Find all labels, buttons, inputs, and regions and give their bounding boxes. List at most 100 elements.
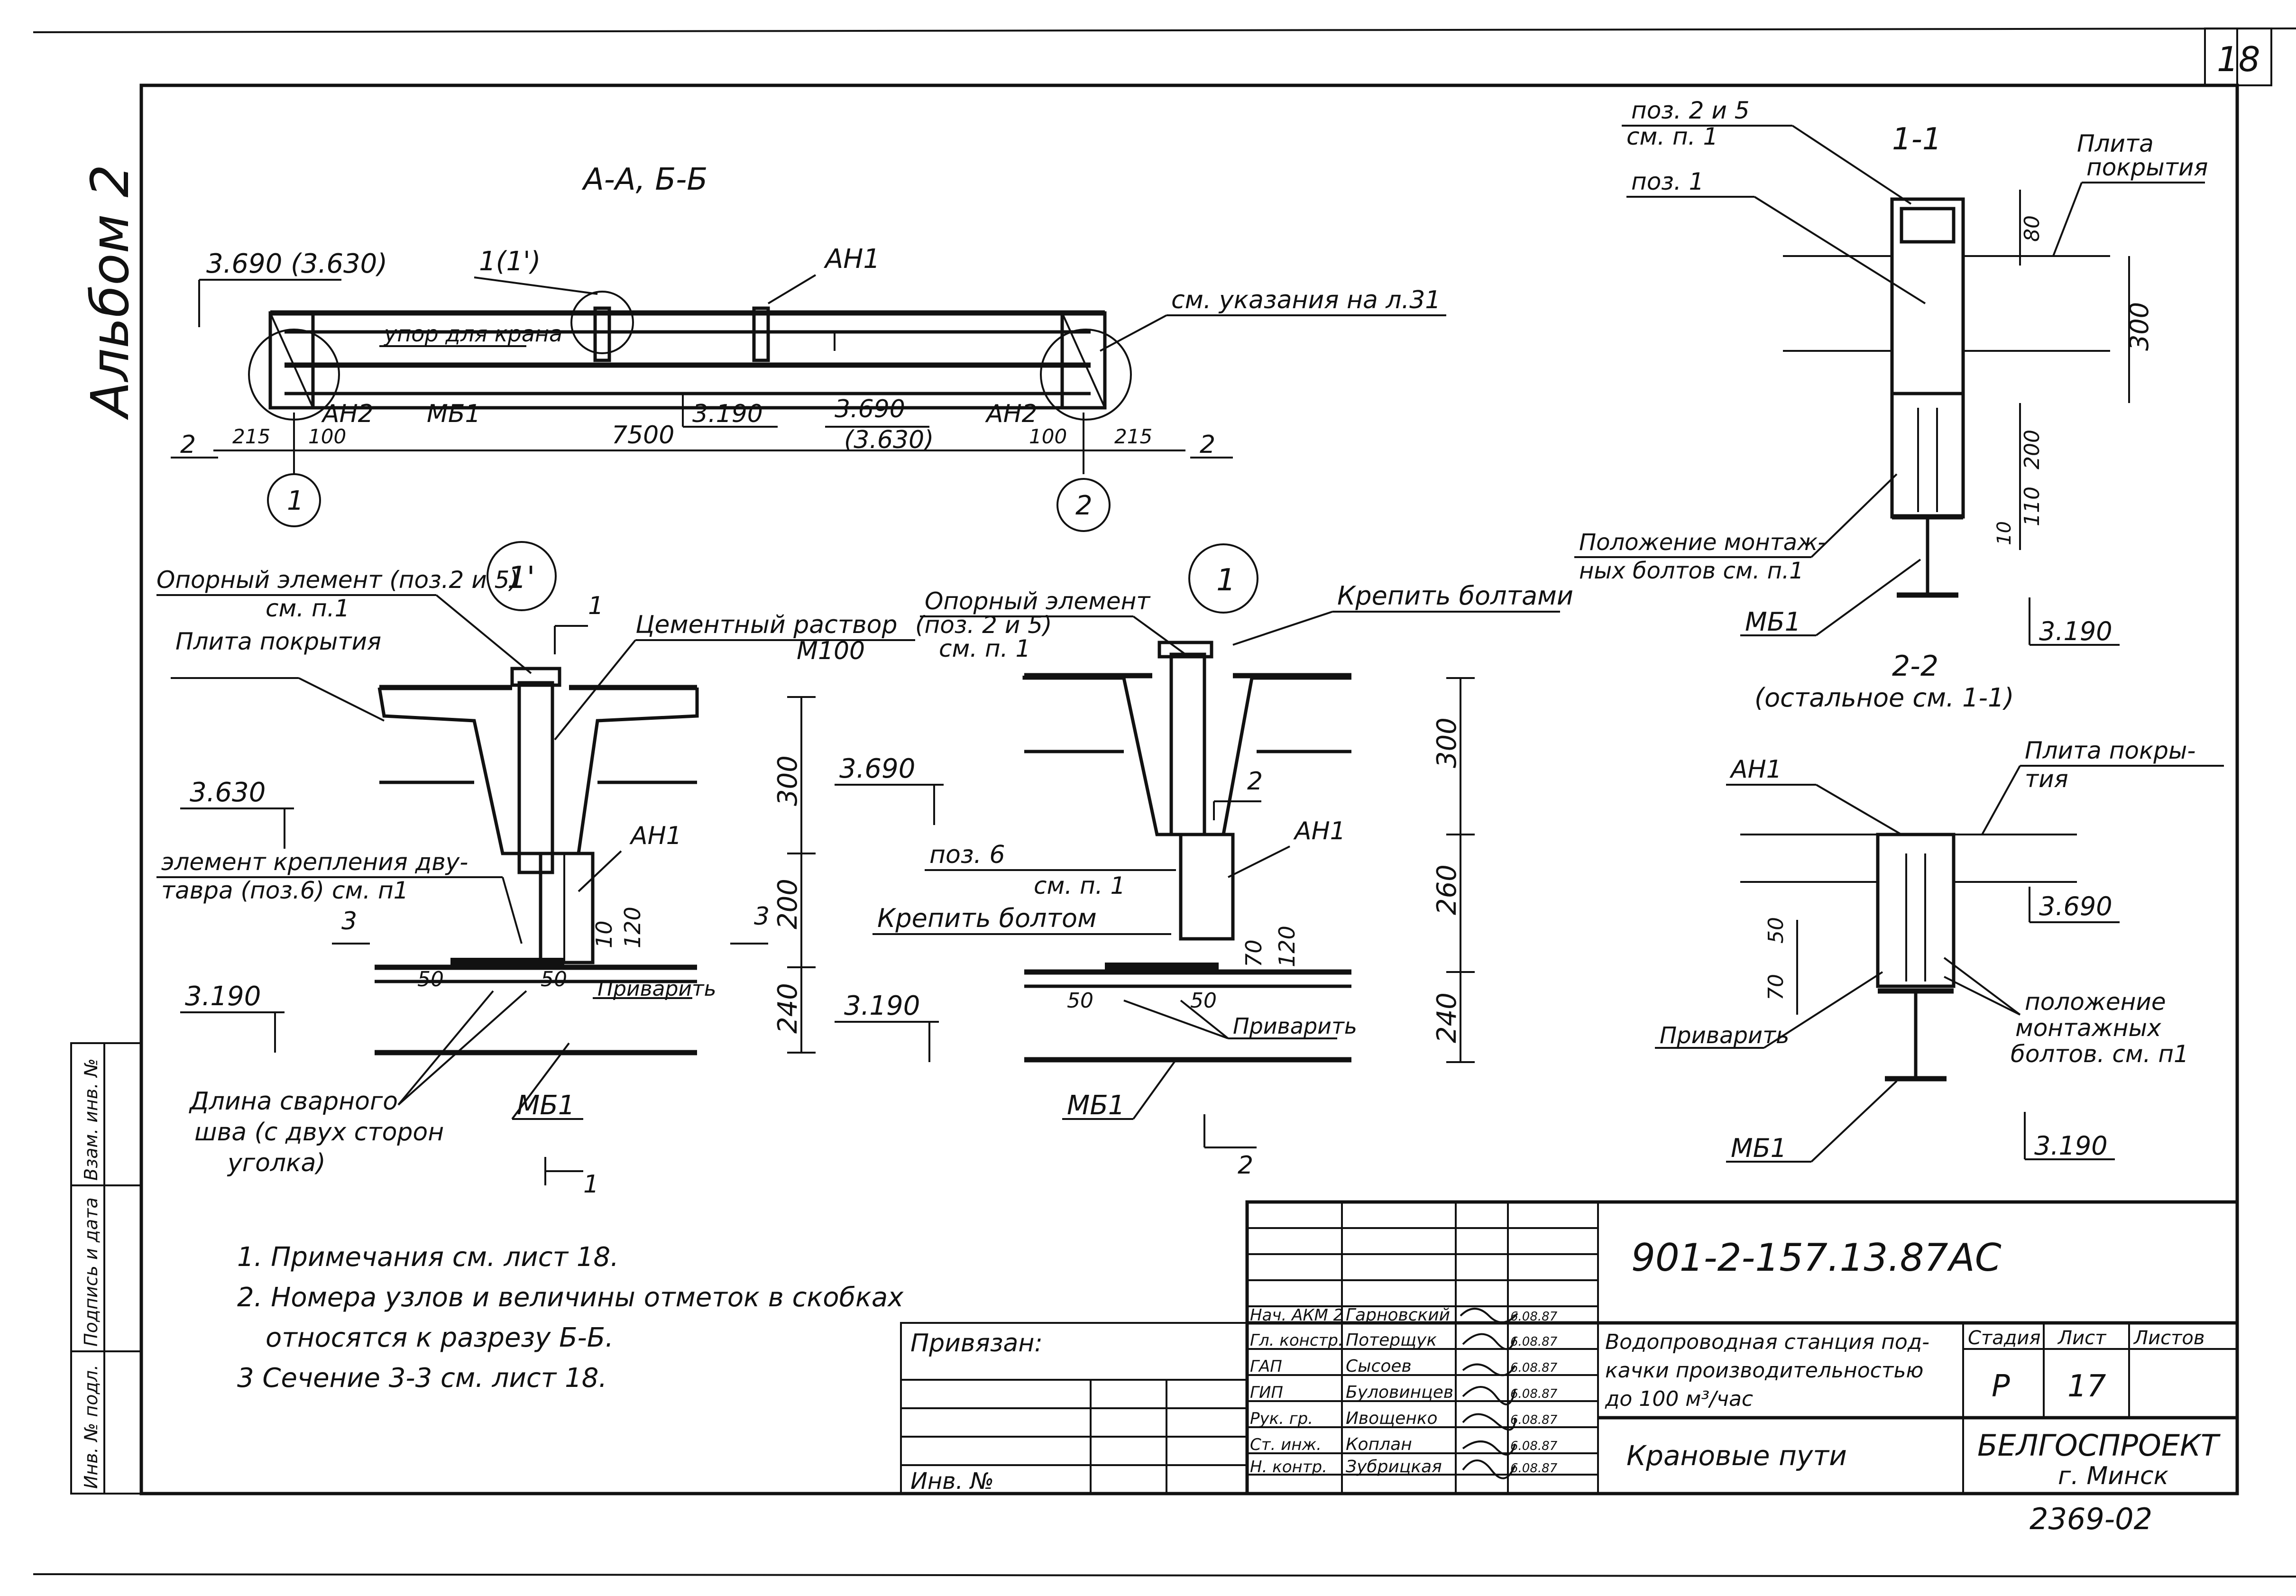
label-node-1: 1(1') <box>479 246 541 277</box>
label-fasten-bolts: Крепить болтами <box>1337 581 1573 611</box>
dim-s11-110: 110 <box>2020 486 2044 526</box>
label-pos6: поз. 6 <box>929 841 1005 869</box>
label-slab-s22-1: Плита покры- <box>2025 737 2195 764</box>
section-1-1-title: 1-1 <box>1892 122 1942 157</box>
role-4: ГИП <box>1250 1383 1283 1402</box>
dim-1p-50b: 50 <box>541 967 567 991</box>
level-main-top: 3.690 (3.630) <box>206 248 387 279</box>
label-crane-stop: упор для крана <box>383 321 562 347</box>
city: г. Минск <box>2058 1462 2169 1490</box>
level-main-right: 3.690 <box>835 395 905 423</box>
dim-s11-200: 200 <box>2020 430 2044 469</box>
label-fasten-bolt: Крепить болтом <box>877 903 1097 933</box>
dim-s22-70: 70 <box>1764 974 1788 1000</box>
project-title-2: качки производительностью <box>1605 1358 1923 1383</box>
stamp-inv-original: Инв. № подл. <box>81 1365 101 1489</box>
role-1: Нач. АКМ 2 <box>1250 1306 1343 1325</box>
project-title-3: до 100 м³/час <box>1605 1387 1753 1411</box>
project-title-1: Водопроводная станция под- <box>1605 1330 1929 1354</box>
label-mb1-1: МБ1 <box>1067 1090 1125 1121</box>
stamp-replaced-inv: Взам. инв. № <box>81 1058 101 1181</box>
axis-1: 1 <box>287 486 304 516</box>
level-s22-3690: 3.690 <box>2039 891 2112 921</box>
label-fix-elem-2: тавра (поз.6) см. п1 <box>161 877 408 904</box>
date-1: 6.08.87 <box>1510 1310 1558 1324</box>
mark-1p-3-right: 3 <box>754 902 770 931</box>
organization: БЕЛГОСПРОЕКТ <box>1977 1428 2221 1463</box>
dim-right-100: 100 <box>1029 425 1067 448</box>
dim-1p-50a: 50 <box>417 967 444 991</box>
sheet-title: Крановые пути <box>1626 1440 1847 1472</box>
section-1-1-view: 1-1 поз. 2 и 5 см. п. 1 поз. 1 Плита пок… <box>1574 97 2208 646</box>
detail-circle-mid <box>570 291 634 354</box>
main-section-view: А-А, Б-Б 3.690 (3.630) 1(1') АН1 упор дл… <box>171 162 1446 532</box>
section-mark-left: 2 <box>180 431 196 459</box>
label-weld-1p: Приварить <box>597 977 716 1001</box>
bound-label: Привязан: <box>910 1329 1043 1358</box>
date-7: 6.08.87 <box>1510 1461 1558 1476</box>
dim-1p-10: 10 <box>591 920 617 948</box>
note-1: 1. Примечания см. лист 18. <box>237 1242 619 1273</box>
label-support-elem-mid: Опорный элемент <box>925 587 1151 615</box>
dim-1-50b: 50 <box>1190 989 1217 1013</box>
label-ah1-1p: АН1 <box>629 822 682 850</box>
label-see-p1-pos6: см. п. 1 <box>1034 872 1125 899</box>
label-slab-s22-2: тия <box>2025 765 2068 793</box>
dim-s11-10: 10 <box>1993 521 2015 545</box>
role-7: Н. контр. <box>1250 1458 1327 1477</box>
axis-bubble-2 <box>1056 478 1111 532</box>
inv-label: Инв. № <box>910 1468 994 1495</box>
label-weld-length-3: уголка) <box>227 1149 326 1177</box>
role-5: Рук. гр. <box>1250 1409 1313 1428</box>
sheets-label: Листов <box>2133 1327 2204 1349</box>
notes: 1. Примечания см. лист 18. 2. Номера узл… <box>237 1242 904 1394</box>
label-m100: М100 <box>797 637 865 665</box>
level-s11-3190: 3.190 <box>2039 616 2112 646</box>
side-stamp: Инв. № подл. Подпись и дата Взам. инв. № <box>70 1042 142 1495</box>
dim-1-120: 120 <box>1274 926 1300 967</box>
dim-1-260: 260 <box>1432 864 1462 915</box>
section-mark-right: 2 <box>1200 431 1215 459</box>
mark-1p-1-bot: 1 <box>583 1170 599 1199</box>
label-ah2-left: АН2 <box>321 400 374 428</box>
date-4: 6.08.87 <box>1510 1387 1558 1401</box>
doc-code: 901-2-157.13.87 <box>1631 1236 1948 1280</box>
dim-s11-300: 300 <box>2124 302 2154 351</box>
doc-mark: АС <box>1947 1236 2002 1280</box>
label-see-p1-mid: см. п. 1 <box>939 635 1030 662</box>
level-1p-3190: 3.190 <box>185 981 261 1012</box>
label-see-p1-left: см. п.1 <box>266 595 349 622</box>
level-main-bottom: 3.190 <box>692 400 763 428</box>
name-4: Буловинцев <box>1346 1383 1453 1402</box>
detail-circle-right <box>1040 329 1132 421</box>
node-1prime-circle <box>487 541 557 611</box>
sheet-label: Лист <box>2057 1327 2107 1349</box>
name-2: Потерщук <box>1346 1330 1437 1350</box>
axis-2: 2 <box>1075 490 1093 521</box>
label-slab-s11-2: покрытия <box>2086 154 2208 181</box>
label-bolts-s22-2: монтажных <box>2015 1014 2161 1042</box>
date-5: 6.08.87 <box>1510 1413 1558 1427</box>
label-bolts-s22-3: болтов. см. п1 <box>2011 1040 2189 1068</box>
label-mb1-s22: МБ1 <box>1731 1133 1787 1163</box>
level-1p-3630: 3.630 <box>190 777 266 808</box>
dim-1-50a: 50 <box>1067 989 1093 1013</box>
label-bolts-s22-1: положение <box>2025 988 2166 1016</box>
note-2: 2. Номера узлов и величины отметок в ско… <box>237 1282 904 1313</box>
label-see-instructions: см. указания на л.31 <box>1171 286 1441 314</box>
label-ah1-1: АН1 <box>1293 817 1346 845</box>
dim-1-300: 300 <box>1432 717 1462 768</box>
role-2: Гл. констр. <box>1250 1331 1343 1350</box>
node-1-label: 1 <box>1216 563 1236 598</box>
role-3: ГАП <box>1250 1357 1282 1376</box>
label-weld-length-2: шва (с двух сторон <box>194 1118 444 1147</box>
note-3: 3 Сечение 3-3 см. лист 18. <box>237 1363 607 1394</box>
dim-1p-120: 120 <box>620 907 645 948</box>
title-block: Привязан: Инв. № 901-2-157.13.87 АС Нач.… <box>900 1200 2239 1495</box>
date-3: 6.08.87 <box>1510 1361 1558 1375</box>
label-weld-1: Приварить <box>1233 1013 1357 1039</box>
sheet-number: 18 <box>2217 39 2260 79</box>
name-6: Коплан <box>1346 1435 1412 1454</box>
dim-1-70: 70 <box>1241 939 1267 967</box>
